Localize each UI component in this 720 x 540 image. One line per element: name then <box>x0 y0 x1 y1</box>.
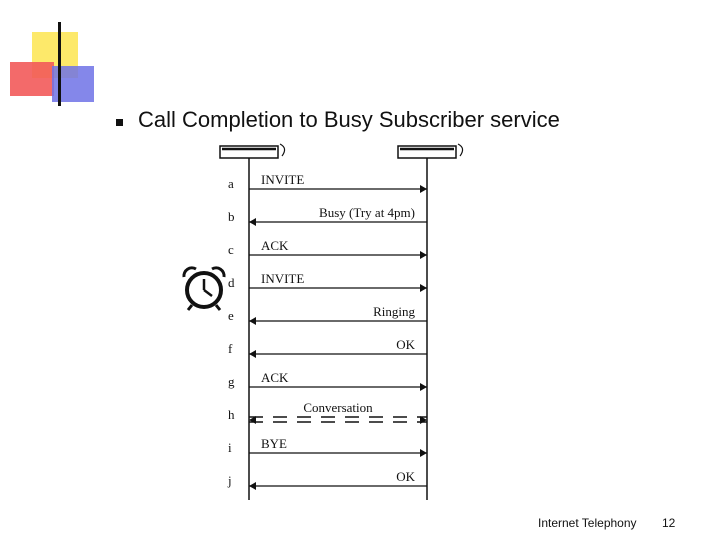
slide-title: Call Completion to Busy Subscriber servi… <box>138 107 560 133</box>
sequence-step-f: f OK <box>228 337 427 358</box>
sequence-step-i: i BYE <box>228 436 427 457</box>
message-label: OK <box>396 337 415 352</box>
step-letter: e <box>228 308 234 323</box>
sequence-step-a: a INVITE <box>228 172 427 193</box>
sequence-step-h: h Conversation <box>228 400 427 424</box>
step-letter: i <box>228 440 232 455</box>
slide-logo <box>0 0 120 110</box>
sequence-step-b: b Busy (Try at 4pm) <box>228 205 427 226</box>
step-letter: d <box>228 275 235 290</box>
step-letter: c <box>228 242 234 257</box>
message-label: OK <box>396 469 415 484</box>
sequence-step-c: c ACK <box>228 238 427 259</box>
logo-vertical-line <box>58 22 61 106</box>
message-label: ACK <box>261 370 289 385</box>
message-label: BYE <box>261 436 287 451</box>
header-rule <box>35 90 720 92</box>
alarm-clock-icon <box>184 268 224 310</box>
footer-title: Internet Telephony <box>538 516 637 530</box>
message-label: Ringing <box>373 304 415 319</box>
right-phone-telephone-icon <box>398 144 463 158</box>
step-letter: j <box>227 473 232 488</box>
step-letter: a <box>228 176 234 191</box>
sequence-step-j: j OK <box>227 469 427 490</box>
message-label: INVITE <box>261 172 304 187</box>
message-label: ACK <box>261 238 289 253</box>
step-letter: g <box>228 374 235 389</box>
message-label: Conversation <box>303 400 373 415</box>
sequence-step-d: d INVITE <box>228 271 427 292</box>
step-letter: f <box>228 341 233 356</box>
step-letter: h <box>228 407 235 422</box>
sequence-step-g: g ACK <box>228 370 427 391</box>
page-number: 12 <box>662 516 675 530</box>
message-label: INVITE <box>261 271 304 286</box>
bullet-marker <box>116 119 123 126</box>
message-label: Busy (Try at 4pm) <box>319 205 415 220</box>
sequence-step-e: e Ringing <box>228 304 427 325</box>
left-phone-telephone-icon <box>220 144 285 158</box>
step-letter: b <box>228 209 235 224</box>
